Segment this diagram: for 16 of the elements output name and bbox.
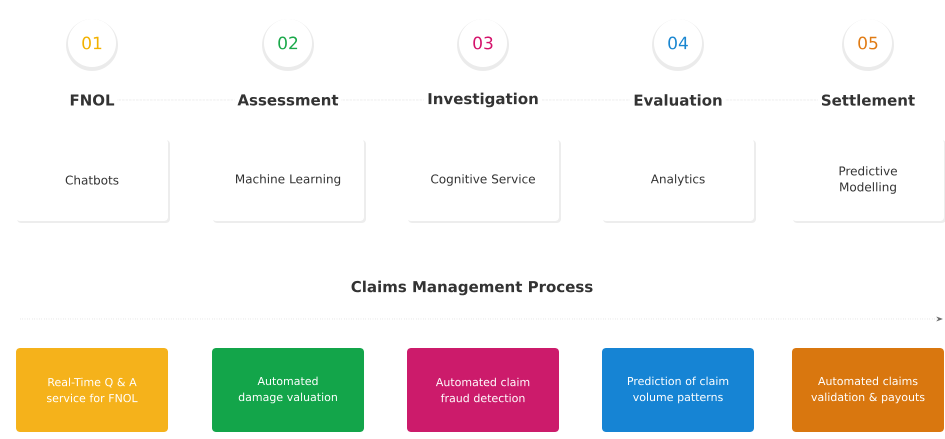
title: Claims Management Process [352, 280, 593, 296]
stage-heading: Settlement [822, 94, 915, 106]
technology-card: Predictive Modelling [792, 139, 945, 223]
stage-heading: FNOL [70, 94, 114, 106]
benefit-box: Prediction of claim volume patterns [602, 348, 754, 432]
technology-card: Cognitive Service [407, 139, 561, 223]
benefit-box: Automated claim fraud detection [407, 348, 559, 432]
technology-card: Analytics [602, 139, 756, 223]
benefit-box: Automated damage valuation [212, 348, 364, 432]
technology-card: Machine Learning [212, 139, 366, 223]
stage-heading: Assessment [238, 94, 338, 106]
benefit-box: Real-Time Q & A service for FNOL [16, 348, 168, 432]
stage-heading: Investigation [428, 92, 538, 108]
technology-card: Chatbots [16, 139, 170, 223]
benefit-box: Automated claims validation & payouts [792, 348, 944, 432]
stage-heading: Evaluation [634, 94, 722, 106]
